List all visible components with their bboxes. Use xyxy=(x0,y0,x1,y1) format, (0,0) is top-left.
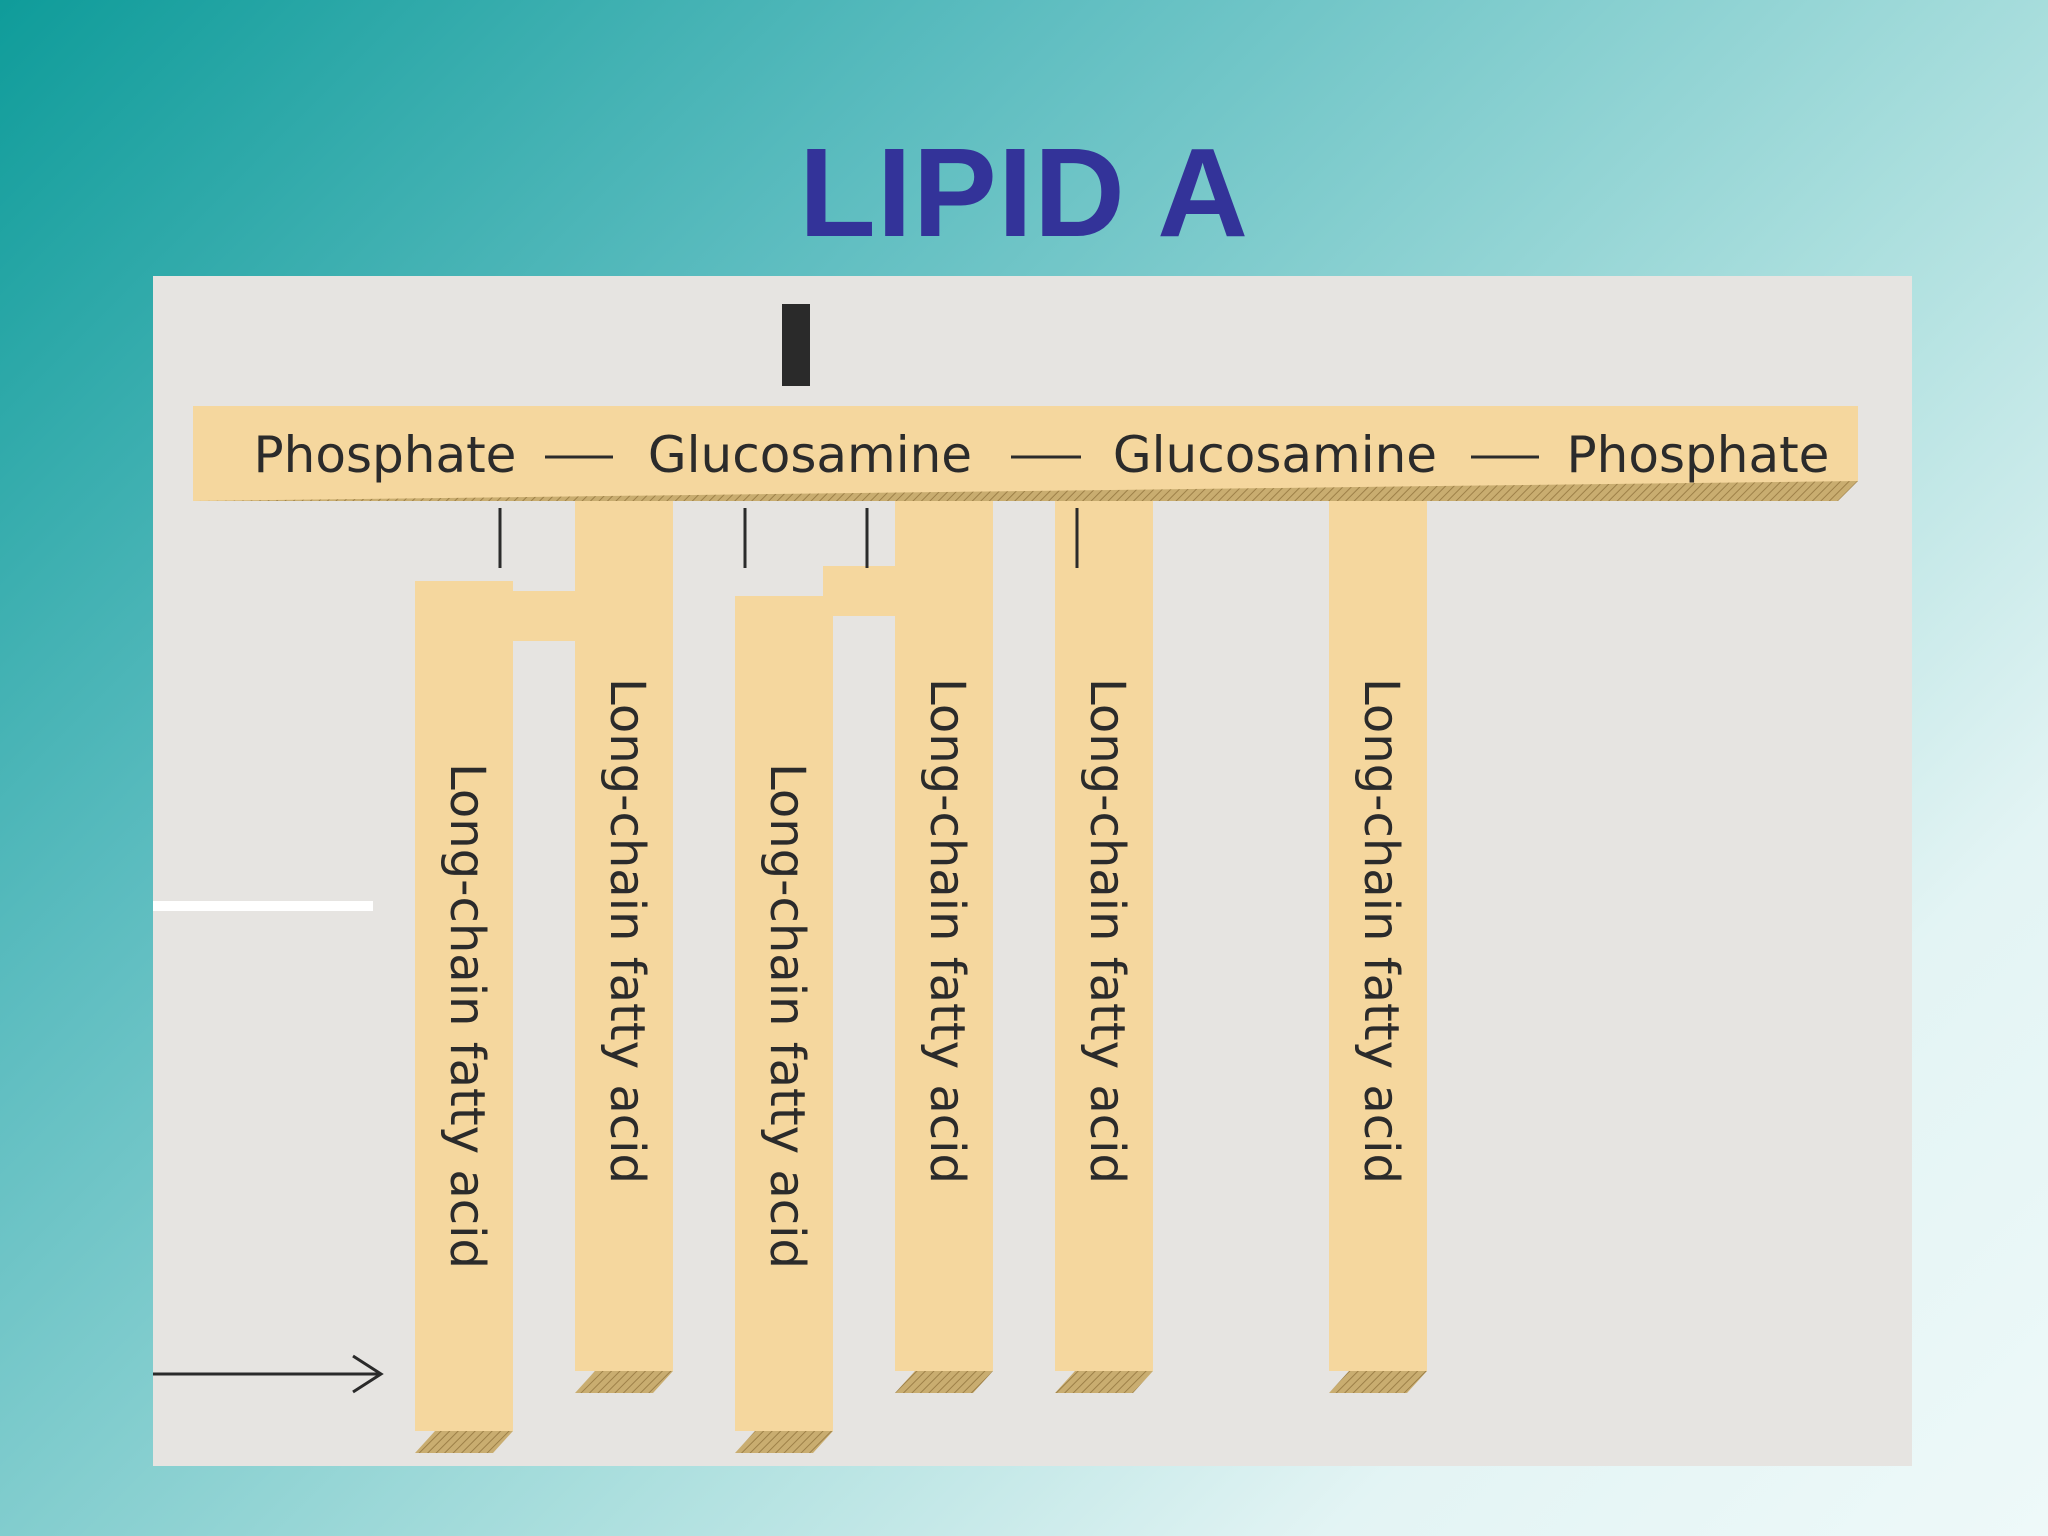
fatty-acid-bar-bevel xyxy=(895,1371,993,1393)
glucosamine-right-label: Glucosamine xyxy=(1113,426,1437,484)
fatty-acid-bar xyxy=(1055,501,1153,1371)
top-connector-bar xyxy=(782,304,810,386)
fatty-acid-bar-bevel xyxy=(415,1431,513,1453)
fatty-acid-bar xyxy=(895,501,993,1371)
fatty-acid-bar xyxy=(415,581,513,1431)
fatty-acid-bar-bevel xyxy=(1055,1371,1153,1393)
lipid-a-diagram-svg: Phosphate Glucosamine Glucosamine Phosph… xyxy=(153,304,1858,1453)
fatty-acid-bar-bevel xyxy=(735,1431,833,1453)
fatty-acid-bar xyxy=(735,596,833,1431)
slide-title: LIPID A xyxy=(798,122,1250,263)
fatty-acid-label: Long-chain fatty acid xyxy=(919,678,975,1184)
chain-branch-connector xyxy=(503,591,585,641)
chain-branch-connector xyxy=(823,566,905,616)
fatty-acid-bar-bevel xyxy=(1329,1371,1427,1393)
fatty-acid-bar xyxy=(1329,501,1427,1371)
fatty-acid-label: Long-chain fatty acid xyxy=(439,763,495,1269)
backbone-bar-face xyxy=(193,406,1858,481)
fatty-acid-label: Long-chain fatty acid xyxy=(1353,678,1409,1184)
glucosamine-left-label: Glucosamine xyxy=(648,426,972,484)
fatty-acid-label: Long-chain fatty acid xyxy=(599,678,655,1184)
arrow-head-icon xyxy=(352,1354,384,1394)
fatty-acid-label: Long-chain fatty acid xyxy=(759,763,815,1269)
fatty-acid-label: Long-chain fatty acid xyxy=(1079,678,1135,1184)
fatty-acid-bar-bevel xyxy=(575,1371,673,1393)
phosphate-left-label: Phosphate xyxy=(254,426,517,484)
fatty-acid-bar xyxy=(575,501,673,1371)
chain-group: Long-chain fatty acid Long-chain fatty ac… xyxy=(415,501,1427,1453)
lipid-a-diagram: Phosphate Glucosamine Glucosamine Phosph… xyxy=(153,276,1912,1466)
phosphate-right-label: Phosphate xyxy=(1567,426,1830,484)
